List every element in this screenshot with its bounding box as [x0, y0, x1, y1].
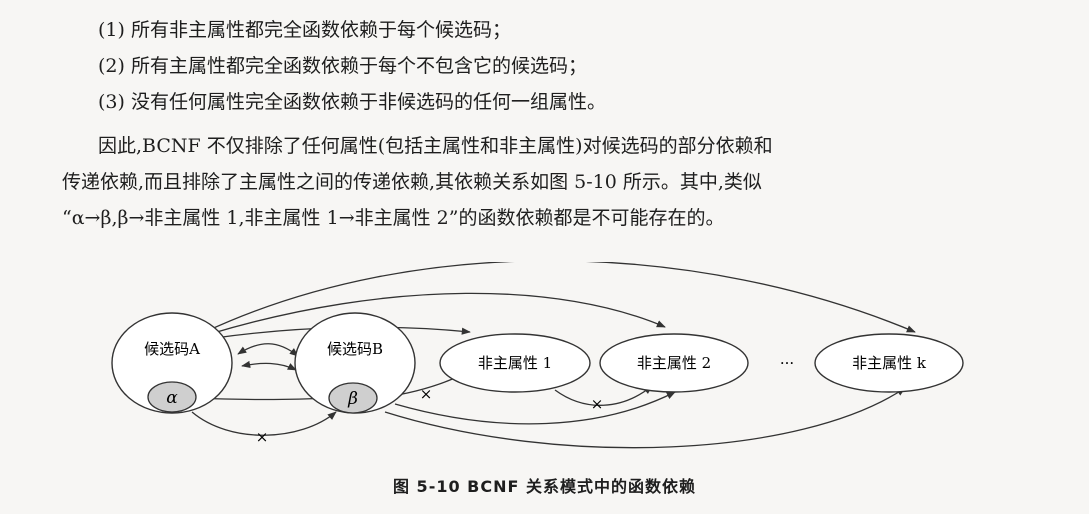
- arc-b-to-np2: [394, 391, 676, 425]
- arc-b-to-npk: [384, 387, 906, 449]
- figure-caption: 图 5-10 BCNF 关系模式中的函数依赖: [392, 477, 696, 496]
- non-prime-attr-k-label: 非主属性 k: [852, 354, 927, 372]
- candidate-key-a-label: 候选码A: [144, 340, 200, 358]
- paragraph-line-1: 因此,BCNF 不仅排除了任何属性(包括主属性和非主属性)对候选码的部分依赖和: [98, 135, 773, 157]
- cross-mark-beta-np1: ×: [420, 385, 433, 403]
- non-prime-attr-2-label: 非主属性 2: [637, 354, 711, 372]
- cross-mark-alpha-beta: ×: [256, 428, 269, 446]
- beta-label: β: [347, 389, 358, 409]
- ellipsis: ···: [780, 354, 794, 372]
- dependency-diagram: 候选码A α 候选码B β 非主属性 1 非主属性 2 ··· 非主属性 k ×…: [111, 262, 964, 449]
- candidate-key-a: [111, 312, 233, 414]
- condition-1: (1) 所有非主属性都完全函数依赖于每个候选码；: [98, 19, 511, 41]
- beta-node: [328, 382, 378, 414]
- non-prime-attr-1: [439, 333, 591, 393]
- cross-mark-np1-np2: ×: [591, 395, 604, 413]
- alpha-label: α: [166, 388, 178, 408]
- arc-a-b-mid: [241, 360, 297, 371]
- alpha-node: [147, 381, 197, 413]
- arc-a-to-np2: [209, 292, 666, 335]
- candidate-key-b-label: 候选码B: [327, 340, 383, 358]
- paragraph-line-3: “α→β,β→非主属性 1,非主属性 1→非主属性 2”的函数依赖都是不可能存在…: [62, 207, 725, 229]
- arc-alpha-to-beta: [191, 411, 337, 436]
- paragraph-line-2: 传递依赖,而且排除了主属性之间的传递依赖,其依赖关系如图 5-10 所示。其中,…: [62, 171, 762, 193]
- condition-2: (2) 所有主属性都完全函数依赖于每个不包含它的候选码；: [98, 55, 587, 77]
- non-prime-attr-k: [814, 333, 964, 393]
- non-prime-attr-1-label: 非主属性 1: [478, 354, 552, 372]
- arc-a-to-npk: [204, 262, 916, 333]
- condition-3: (3) 没有任何属性完全函数依赖于非候选码的任何一组属性。: [98, 91, 606, 113]
- non-prime-attr-2: [599, 333, 749, 393]
- arc-a-b-top: [237, 343, 299, 357]
- arc-np1-to-np2: [554, 385, 653, 406]
- arc-beta-to-alpha: [195, 394, 329, 403]
